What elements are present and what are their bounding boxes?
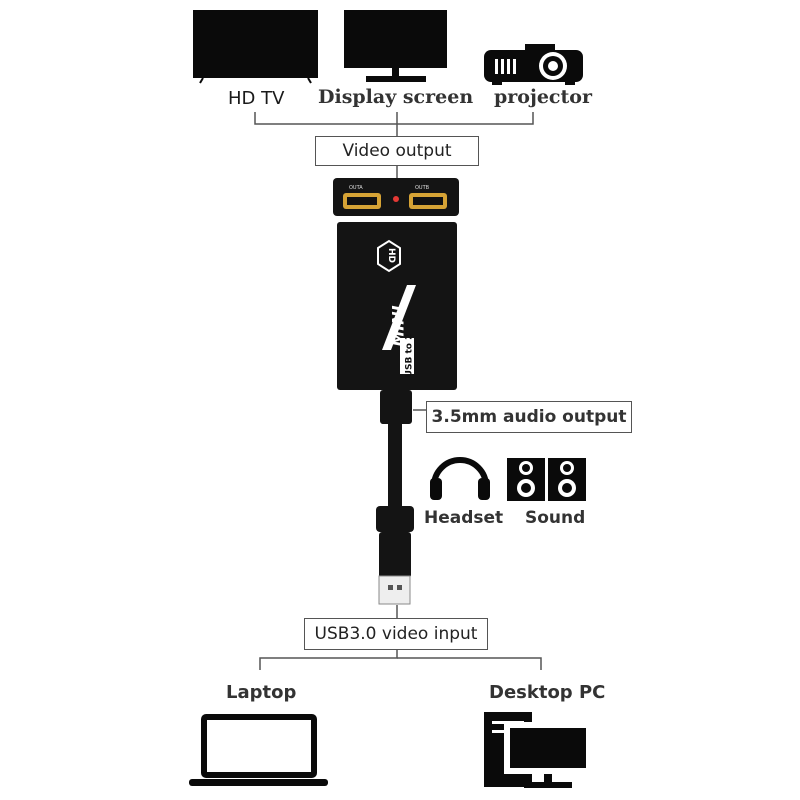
connector-lines [254, 112, 542, 670]
laptop-label: Laptop [226, 682, 297, 703]
monitor-icon [344, 10, 447, 82]
projector-icon [484, 44, 583, 85]
desktop-pc-icon [484, 712, 592, 788]
device-logo: HD [386, 247, 397, 264]
hd-tv-label: HD TV [228, 88, 285, 109]
laptop-link-line [259, 650, 398, 670]
port-a-label: OUTA [349, 185, 363, 191]
sound-label: Sound [525, 508, 586, 528]
hd-tv-icon [193, 10, 318, 84]
headset-icon [430, 457, 490, 500]
headset-label: Headset [424, 508, 504, 528]
video-output-box: Video output [315, 136, 479, 166]
audio-output-box: 3.5mm audio output [426, 401, 632, 433]
hdmi-output-ports [333, 178, 459, 216]
display-screen-label: Display screen [318, 86, 474, 108]
device-subtitle: USB to 2 [404, 333, 415, 378]
display-bus-line [254, 112, 534, 125]
usb-cable [376, 390, 414, 605]
port-b-label: OUTB [415, 185, 430, 191]
desktop-pc-label: Desktop PC [489, 682, 606, 703]
laptop-icon [189, 714, 328, 786]
splitter-device [337, 222, 457, 390]
speaker-icon [507, 458, 586, 501]
usb-input-box: USB3.0 video input [304, 618, 488, 650]
projector-label: projector [494, 86, 592, 108]
desktop-link-line [397, 657, 542, 670]
